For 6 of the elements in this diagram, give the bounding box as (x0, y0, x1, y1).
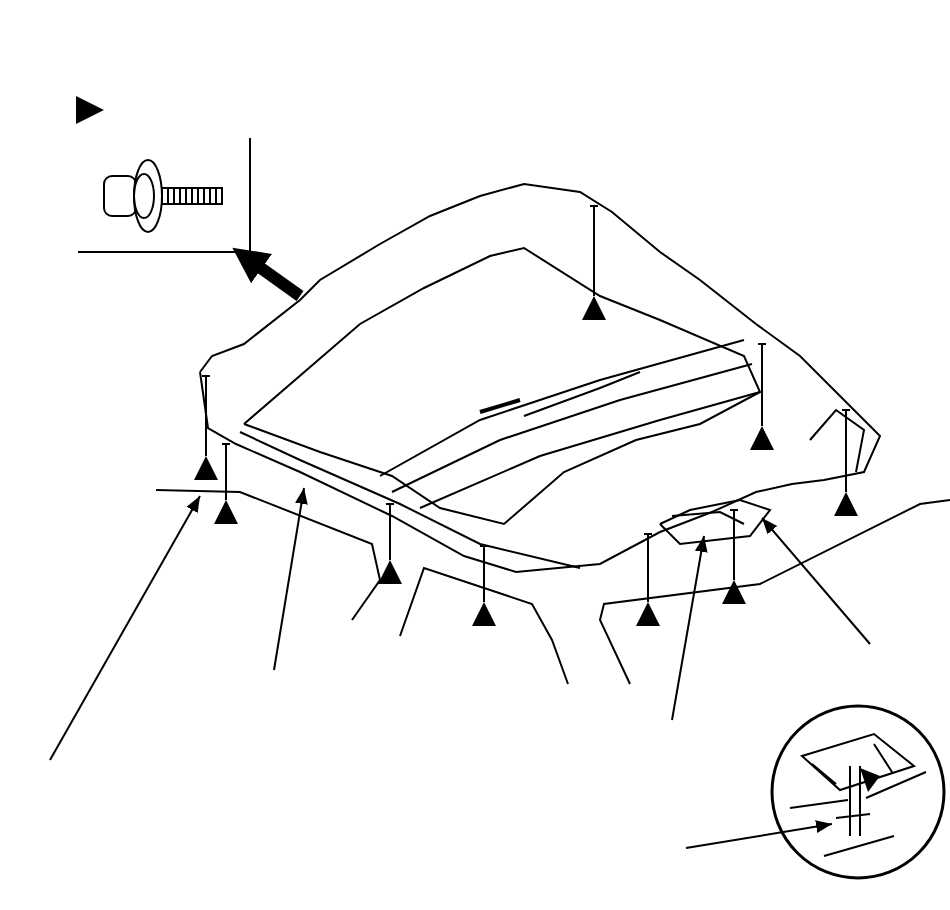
leader-line (685, 820, 833, 849)
direction-arrow (232, 247, 304, 301)
leader-line (671, 535, 708, 721)
leader-line (761, 517, 871, 645)
leader-line (49, 495, 201, 761)
leader-line (273, 487, 308, 671)
